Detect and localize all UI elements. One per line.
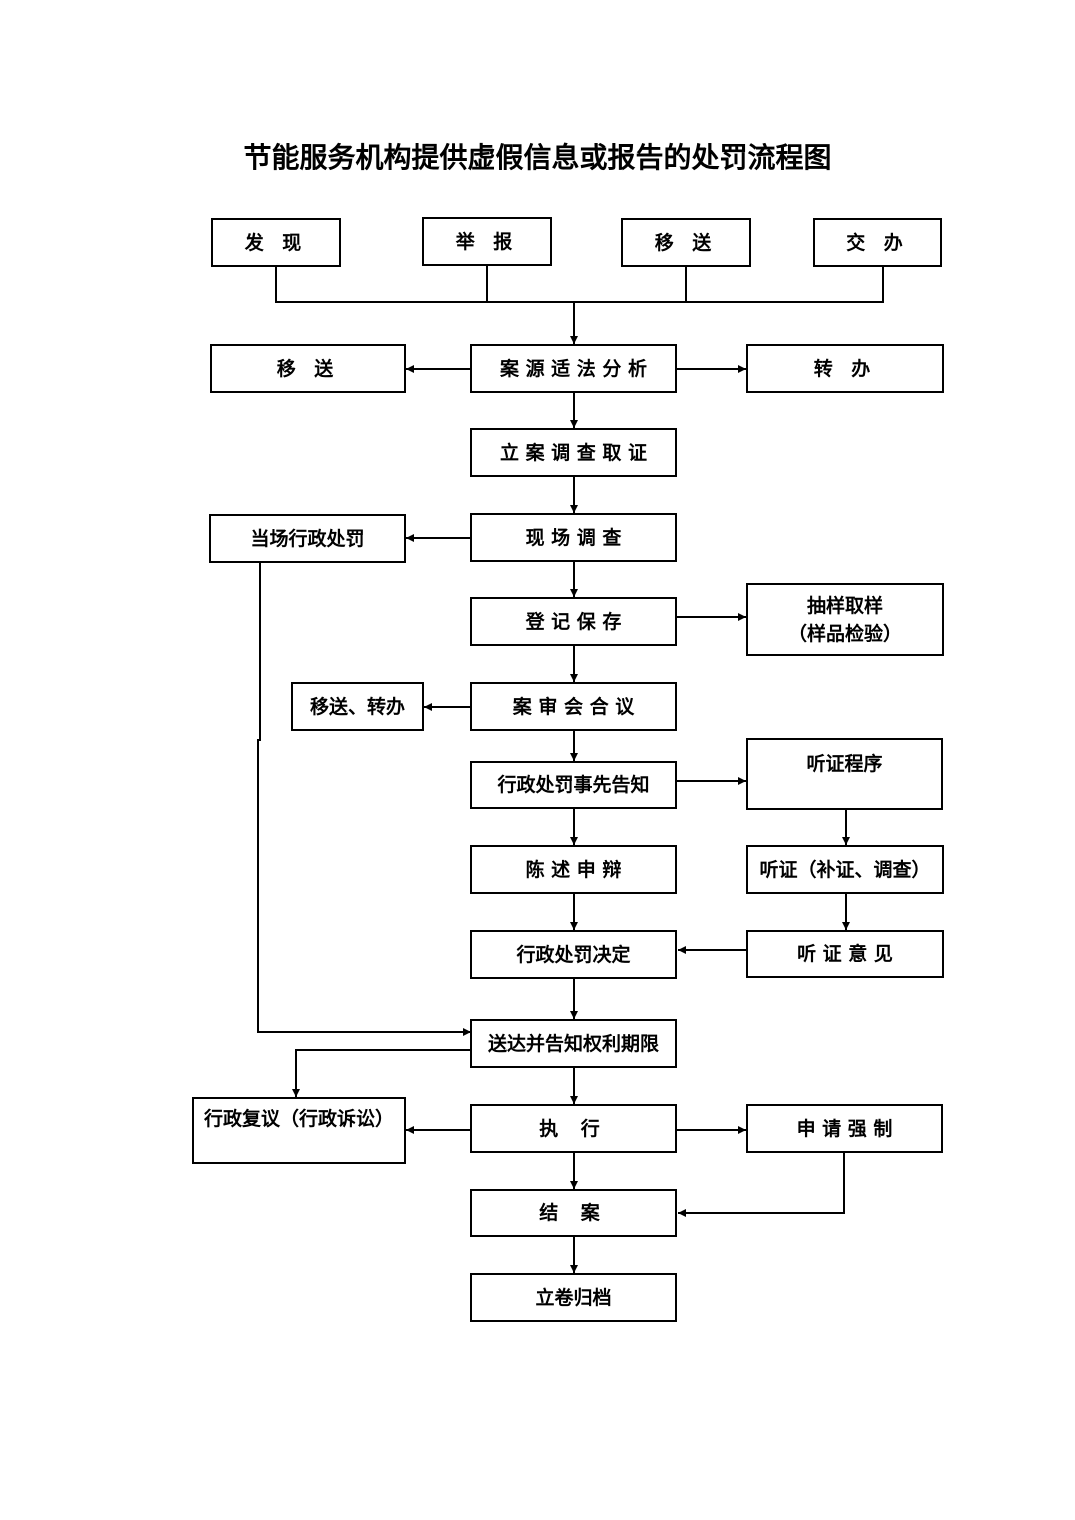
node-jubao: 举 报 bbox=[422, 217, 552, 266]
node-jiaoban: 交 办 bbox=[813, 218, 942, 267]
node-faxian: 发 现 bbox=[211, 218, 341, 267]
node-dangchang: 当场行政处罚 bbox=[209, 514, 406, 563]
merge-line bbox=[275, 267, 884, 303]
bypass-line bbox=[257, 563, 471, 1036]
node-qiangzhi: 申 请 强 制 bbox=[746, 1104, 943, 1153]
node-yisong-top: 移 送 bbox=[621, 218, 751, 267]
node-tingzheng-buzheng: 听证（补证、调查） bbox=[746, 845, 944, 894]
node-anyuan: 案 源 适 法 分 析 bbox=[470, 344, 677, 393]
node-guidang: 立卷归档 bbox=[470, 1273, 677, 1322]
node-songda: 送达并告知权利期限 bbox=[470, 1019, 677, 1068]
node-tingzheng-yijian: 听 证 意 见 bbox=[746, 930, 944, 978]
node-yisong-zhuanban: 移送、转办 bbox=[291, 682, 424, 731]
node-jiean: 结 案 bbox=[470, 1189, 677, 1237]
node-zhixing: 执 行 bbox=[470, 1104, 677, 1153]
node-lian: 立 案 调 查 取 证 bbox=[470, 428, 677, 477]
node-chouyang: 抽样取样 （样品检验） bbox=[746, 583, 944, 656]
node-jueding: 行政处罚决定 bbox=[470, 930, 677, 979]
node-yisong-left: 移 送 bbox=[210, 344, 406, 393]
node-tingzheng-chengxu: 听证程序 bbox=[746, 738, 943, 810]
node-anshen: 案 审 会 合 议 bbox=[470, 682, 677, 731]
node-fuyi: 行政复议（行政诉讼） bbox=[192, 1097, 406, 1164]
node-gaozhi: 行政处罚事先告知 bbox=[470, 761, 677, 809]
page-title: 节能服务机构提供虚假信息或报告的处罚流程图 bbox=[243, 141, 832, 174]
node-dengji: 登 记 保 存 bbox=[470, 597, 677, 646]
node-zhuanban: 转 办 bbox=[746, 344, 944, 393]
node-chenshu: 陈 述 申 辩 bbox=[470, 845, 677, 894]
node-xianchang: 现 场 调 查 bbox=[470, 513, 677, 562]
